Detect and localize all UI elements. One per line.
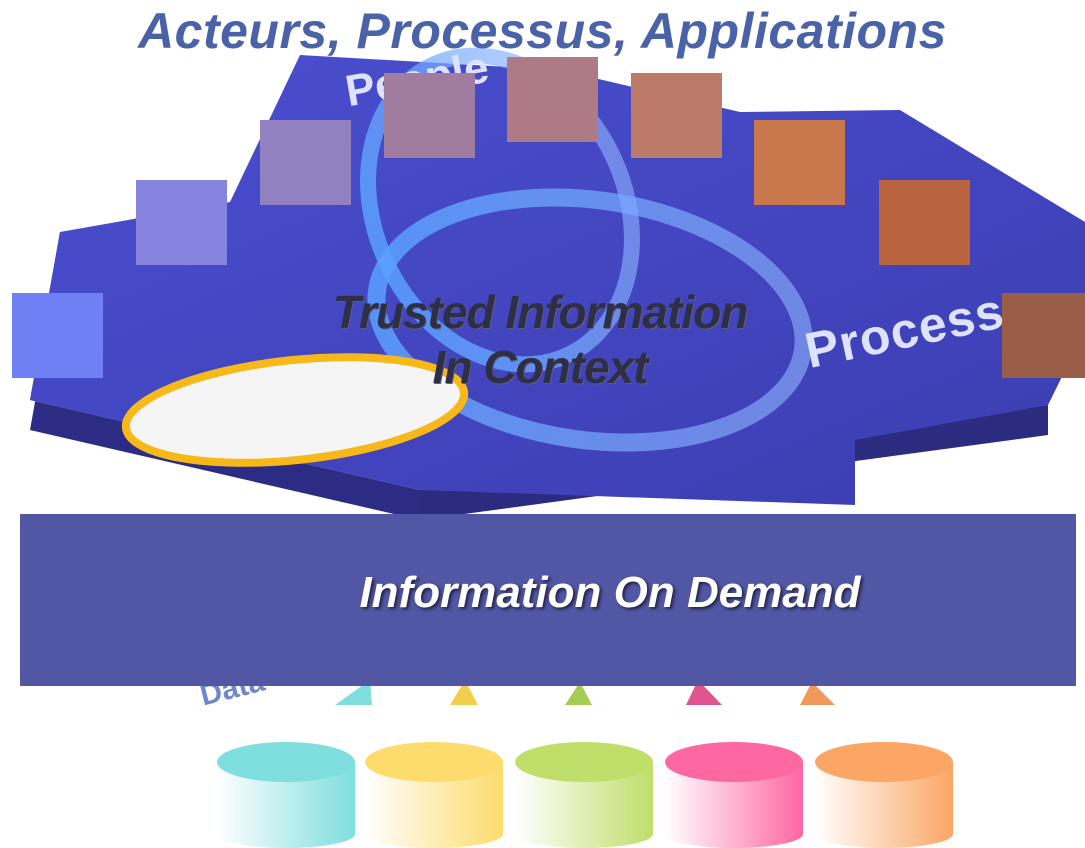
square-6 <box>631 73 722 158</box>
connector-1 <box>335 680 372 705</box>
banner: Information On Demand <box>20 514 1076 686</box>
square-8 <box>879 180 970 265</box>
banner-text: Information On Demand <box>359 568 861 617</box>
square-1 <box>12 293 103 378</box>
database-cylinder-2 <box>365 742 503 848</box>
square-3 <box>260 120 351 205</box>
square-4 <box>384 73 475 158</box>
database-cylinder-5 <box>815 742 953 848</box>
square-5 <box>507 57 598 142</box>
square-2 <box>136 180 227 265</box>
connector-3 <box>565 682 592 705</box>
page-title: Acteurs, Processus, Applications <box>138 3 947 59</box>
square-9 <box>1002 293 1085 378</box>
connector-5 <box>800 682 835 705</box>
database-cylinder-3 <box>515 742 653 848</box>
connector-2 <box>450 680 478 705</box>
ring-process <box>367 188 813 452</box>
database-cylinder-1 <box>217 742 355 848</box>
database-cylinder-4 <box>665 742 803 848</box>
center-text-line-1: Trusted Information <box>332 286 749 338</box>
center-text-line-2: In Context <box>432 341 649 393</box>
connector-4 <box>686 680 722 705</box>
square-7 <box>754 120 845 205</box>
platform-side <box>30 232 420 520</box>
highlight-ellipse <box>121 353 469 467</box>
